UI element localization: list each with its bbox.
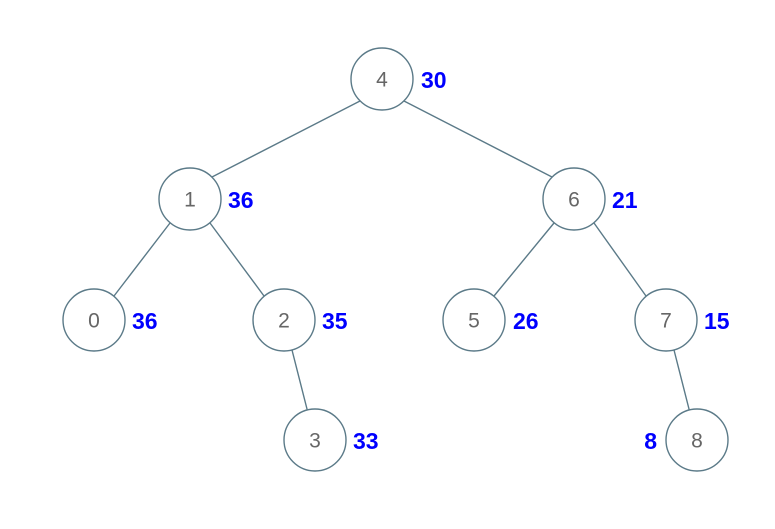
node-label-2: 2	[278, 310, 290, 333]
node-weight-8: 8	[644, 428, 657, 454]
tree-edge-1-2	[209, 222, 265, 297]
node-weight-0: 36	[132, 308, 158, 334]
node-circle-5[interactable]	[442, 288, 506, 352]
node-circle-7[interactable]	[634, 288, 698, 352]
tree-node-7[interactable]: 7 15	[634, 288, 730, 352]
node-label-8: 8	[691, 430, 703, 453]
tree-edge-2-3	[291, 349, 308, 410]
tree-edge-1-0	[113, 222, 171, 297]
tree-edge-7-8	[673, 349, 690, 410]
node-label-7: 7	[660, 310, 672, 333]
tree-node-1[interactable]: 1 36	[158, 167, 254, 231]
node-label-6: 6	[568, 189, 580, 212]
tree-edge-4-6	[403, 100, 553, 178]
node-weight-3: 33	[353, 428, 379, 454]
node-circle-3[interactable]	[283, 408, 347, 472]
node-label-5: 5	[468, 310, 480, 333]
node-circle-2[interactable]	[252, 288, 316, 352]
node-label-3: 3	[309, 430, 321, 453]
tree-node-4[interactable]: 4 30	[350, 47, 447, 111]
tree-node-5[interactable]: 5 26	[442, 288, 539, 352]
node-label-1: 1	[184, 189, 196, 212]
tree-node-6[interactable]: 6 21	[542, 167, 638, 231]
tree-node-2[interactable]: 2 35	[252, 288, 348, 352]
edges-group	[113, 100, 690, 410]
tree-edge-4-1	[211, 100, 361, 178]
node-weight-7: 15	[704, 308, 730, 334]
node-weight-2: 35	[322, 308, 348, 334]
tree-edge-6-5	[493, 222, 555, 297]
node-circle-0[interactable]	[62, 288, 126, 352]
node-circle-4[interactable]	[350, 47, 414, 111]
node-circle-1[interactable]	[158, 167, 222, 231]
node-weight-1: 36	[228, 187, 254, 213]
node-weight-5: 26	[513, 308, 539, 334]
node-label-4: 4	[376, 69, 388, 92]
tree-edge-6-7	[593, 222, 647, 297]
node-circle-8[interactable]	[665, 408, 729, 472]
node-circle-6[interactable]	[542, 167, 606, 231]
node-weight-6: 21	[612, 187, 638, 213]
node-label-0: 0	[88, 310, 100, 333]
tree-node-0[interactable]: 0 36	[62, 288, 158, 352]
node-weight-4: 30	[421, 67, 447, 93]
tree-node-8[interactable]: 88	[644, 408, 729, 472]
